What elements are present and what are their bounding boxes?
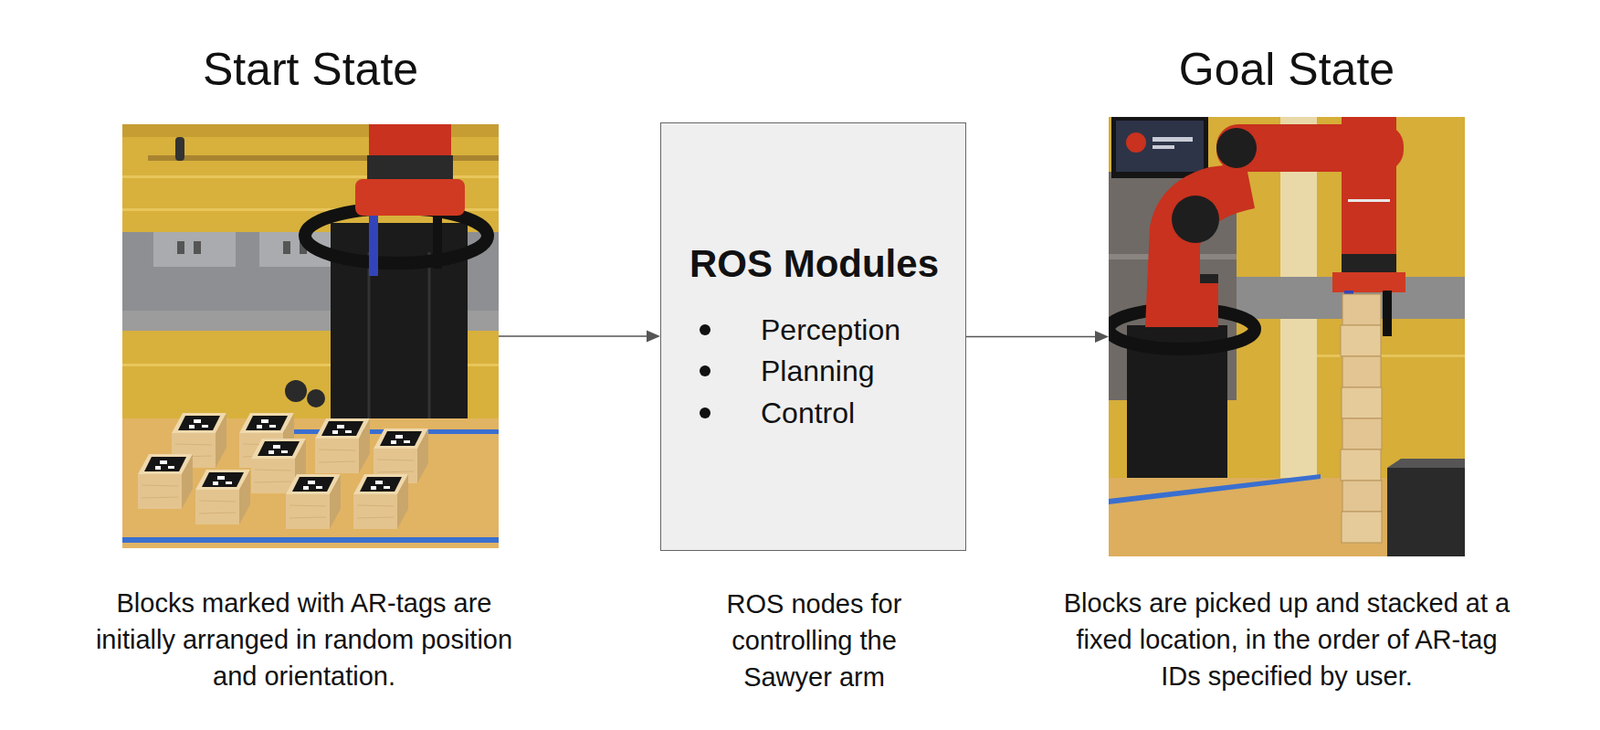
block-stack — [1340, 294, 1382, 543]
robot-pedestal-part — [305, 208, 488, 264]
robot-gripper-part — [367, 155, 453, 183]
wall-part — [283, 241, 291, 254]
blocks-part — [315, 418, 370, 474]
bullet-item: Perception — [760, 311, 958, 348]
dark-box-part — [1387, 467, 1465, 557]
block-stack-part — [1340, 325, 1381, 357]
block-stack-part — [1341, 387, 1382, 419]
block-stack-part — [1341, 511, 1382, 543]
dark-box-part — [1387, 458, 1465, 468]
robot-arm — [1145, 116, 1406, 348]
process-box: ROS ModulesPerceptionPlanningControlROS … — [660, 122, 967, 551]
box-title: ROS Modules — [661, 241, 968, 287]
robot-arm-part — [1382, 290, 1392, 337]
state-caption: Blocks are picked up and stacked at a fi… — [1058, 584, 1516, 695]
robot-arm-part — [1171, 195, 1220, 243]
tablet — [1111, 116, 1209, 179]
blocks — [137, 412, 429, 529]
arrow-connector — [966, 330, 1109, 343]
blocks-part — [195, 469, 251, 525]
robot-gripper-part — [368, 124, 452, 159]
arrow-connector — [498, 330, 661, 343]
tablet-part — [1126, 132, 1147, 153]
wall-part — [193, 241, 201, 254]
block-stack-part — [1342, 356, 1381, 388]
wall-part — [1316, 354, 1465, 358]
tablet-part — [1152, 136, 1193, 142]
block-stack-part — [1340, 449, 1381, 481]
bullet-dot — [699, 407, 711, 419]
tablet-part — [1111, 116, 1209, 179]
blocks-part — [285, 473, 341, 529]
bullet-item: Planning — [760, 352, 958, 390]
robot-pedestal — [305, 208, 488, 419]
robot-pedestal-part — [368, 252, 371, 419]
start-state-photo: Start StateBlocks marked with AR-tags ar… — [122, 124, 499, 548]
goal-photo — [1108, 116, 1465, 557]
block-stack-part — [1342, 294, 1381, 326]
table-part — [259, 429, 499, 434]
connector-line — [498, 335, 649, 337]
wall-part — [306, 389, 326, 408]
wall-part — [284, 379, 307, 402]
state-heading: Goal State — [1053, 42, 1520, 97]
bullet-dot — [699, 365, 711, 377]
arrow-head — [646, 330, 661, 343]
wall — [122, 124, 499, 419]
robot-pedestal-part — [428, 252, 432, 419]
wall-part — [177, 241, 185, 254]
wall-part — [175, 136, 185, 161]
robot-arm-part — [1145, 162, 1255, 327]
bullet-dot — [699, 324, 711, 336]
wall-part — [153, 231, 236, 267]
wall-part — [1108, 116, 1465, 478]
tablet-part — [1115, 120, 1204, 172]
bullet-item: Control — [760, 394, 958, 432]
robot-arm-part — [1216, 127, 1257, 169]
robot-pedestal — [1108, 308, 1255, 478]
robot-gripper — [355, 124, 465, 276]
robot-arm-part — [1341, 116, 1397, 254]
arrow-head — [1094, 330, 1109, 343]
block-stack-part — [1342, 480, 1382, 512]
wall — [1108, 116, 1465, 478]
tablet-part — [1152, 145, 1175, 149]
wall-part — [122, 124, 499, 419]
dark-box — [1387, 458, 1465, 557]
robot-arm-part — [1347, 199, 1390, 202]
start-photo — [122, 124, 499, 548]
table-part — [1108, 473, 1321, 505]
blocks-part — [137, 453, 193, 509]
block-stack-part — [1342, 418, 1382, 450]
robot-gripper-part — [368, 215, 379, 276]
connector-line — [966, 336, 1097, 338]
robot-arm-part — [1332, 272, 1406, 293]
state-heading: Start State — [67, 42, 554, 97]
box-caption: ROS nodes for controlling the Sawyer arm — [702, 585, 927, 695]
table-part — [122, 536, 499, 543]
robot-gripper-part — [432, 215, 443, 269]
blocks-part — [353, 473, 409, 529]
state-caption: Blocks marked with AR-tags are initially… — [80, 584, 528, 695]
goal-state-photo: Goal StateBlocks are picked up and stack… — [1108, 116, 1465, 557]
robot-gripper-part — [355, 178, 465, 216]
